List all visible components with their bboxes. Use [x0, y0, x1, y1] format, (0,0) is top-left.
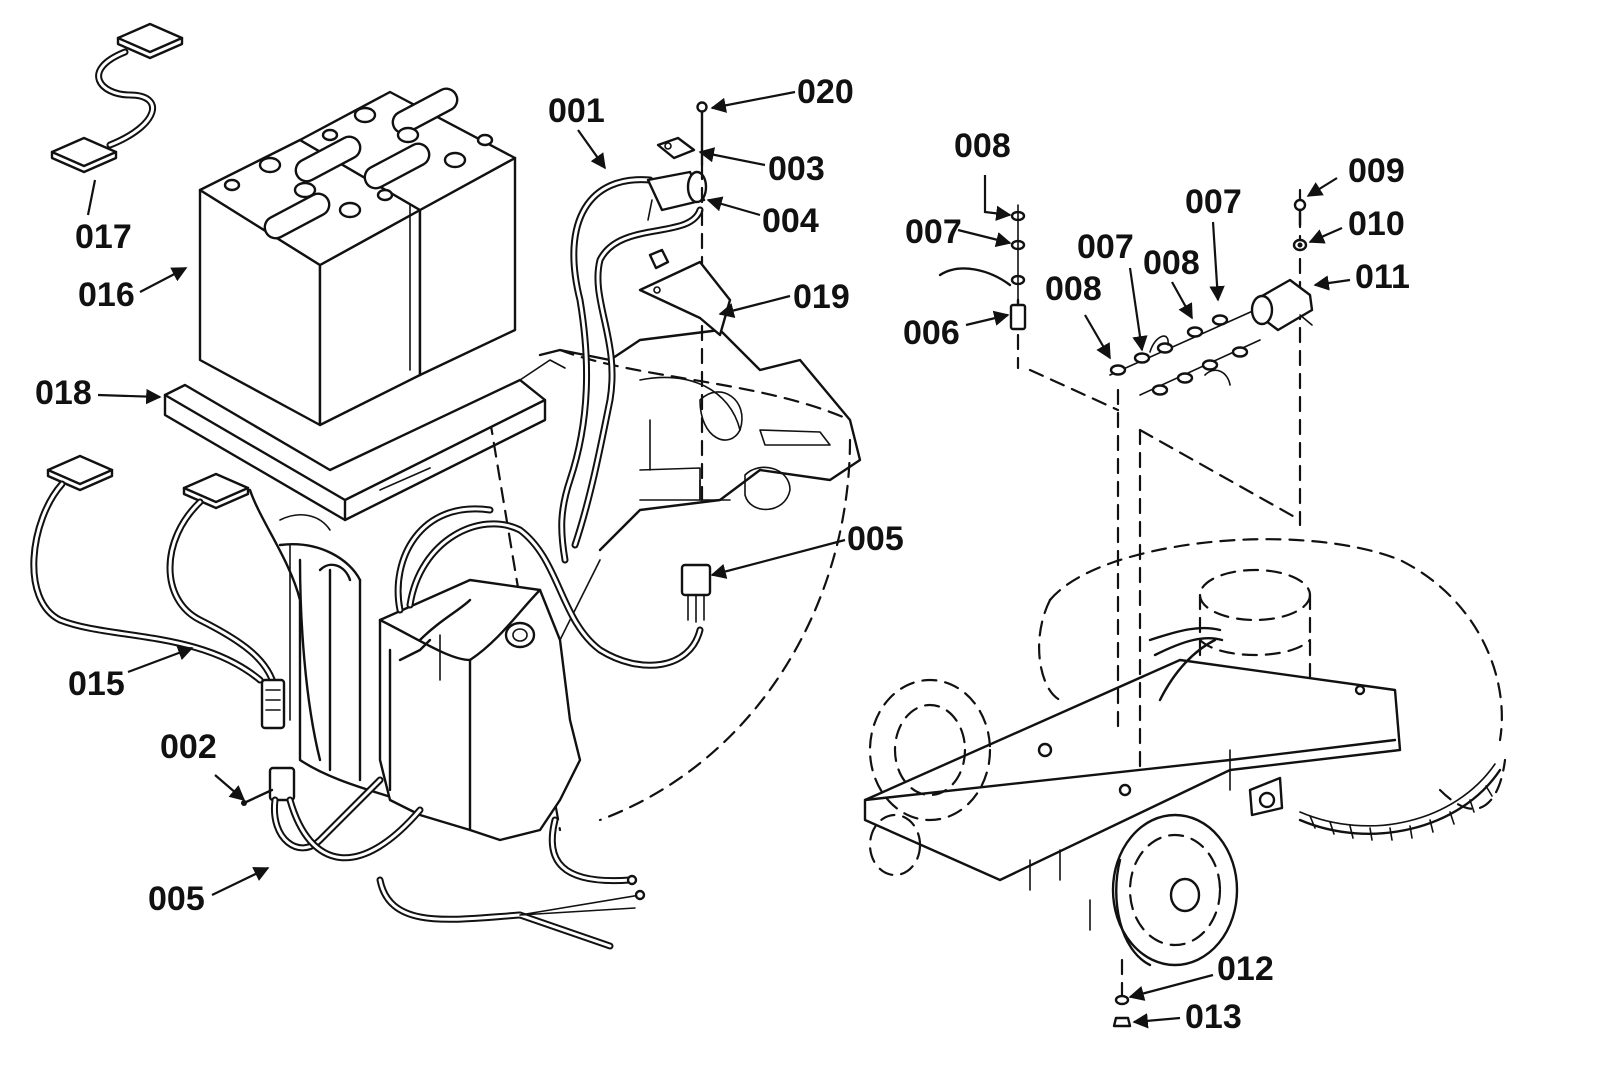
callout-008-right: 008 — [1143, 244, 1200, 282]
callout-020: 020 — [797, 73, 854, 111]
callout-013: 013 — [1185, 998, 1242, 1036]
connector-upper-drawing — [680, 563, 712, 623]
callout-002: 002 — [160, 728, 217, 766]
wiring-harness-drawing — [394, 176, 704, 669]
callout-004: 004 — [762, 202, 819, 240]
callout-015: 015 — [68, 665, 125, 703]
callout-012: 012 — [1217, 950, 1274, 988]
motor-gearbox-drawing — [248, 488, 601, 842]
callout-007-middle: 007 — [1077, 228, 1134, 266]
bracket-drawing — [638, 248, 732, 337]
callout-005-upper: 005 — [847, 520, 904, 558]
connector-lower-drawing — [241, 766, 646, 950]
battery-jumper-cable-drawing — [50, 22, 184, 174]
callout-011: 011 — [1355, 258, 1410, 296]
callout-007-right: 007 — [1185, 183, 1242, 221]
callout-006: 006 — [903, 314, 960, 352]
callout-labels: 001 002 003 004 005 005 006 007 007 007 … — [35, 73, 1410, 1036]
callout-003: 003 — [768, 150, 825, 188]
callout-009: 009 — [1348, 152, 1405, 190]
switch-drawing — [938, 204, 1027, 331]
callout-018: 018 — [35, 374, 92, 412]
callout-016: 016 — [78, 276, 135, 314]
battery-pack-drawing — [198, 87, 517, 427]
callout-001: 001 — [548, 92, 605, 130]
terminal-studs-drawing — [1109, 309, 1261, 396]
callout-019: 019 — [793, 278, 850, 316]
nut-washer-drawing — [1112, 994, 1132, 1028]
callout-008-top: 008 — [954, 127, 1011, 165]
battery-cables-drawing — [30, 454, 286, 730]
chassis-drawing — [863, 538, 1507, 967]
battery-tray-drawing — [163, 359, 566, 522]
clip-and-screw-drawing — [656, 101, 708, 502]
leader-lines — [86, 90, 1351, 1029]
callout-017: 017 — [75, 218, 132, 256]
callout-007-left: 007 — [905, 213, 962, 251]
callout-008-left: 008 — [1045, 270, 1102, 308]
solenoid-drawing — [1250, 198, 1314, 332]
callout-005-lower: 005 — [148, 880, 205, 918]
callout-010: 010 — [1348, 205, 1405, 243]
assembly-lines — [1016, 188, 1302, 997]
